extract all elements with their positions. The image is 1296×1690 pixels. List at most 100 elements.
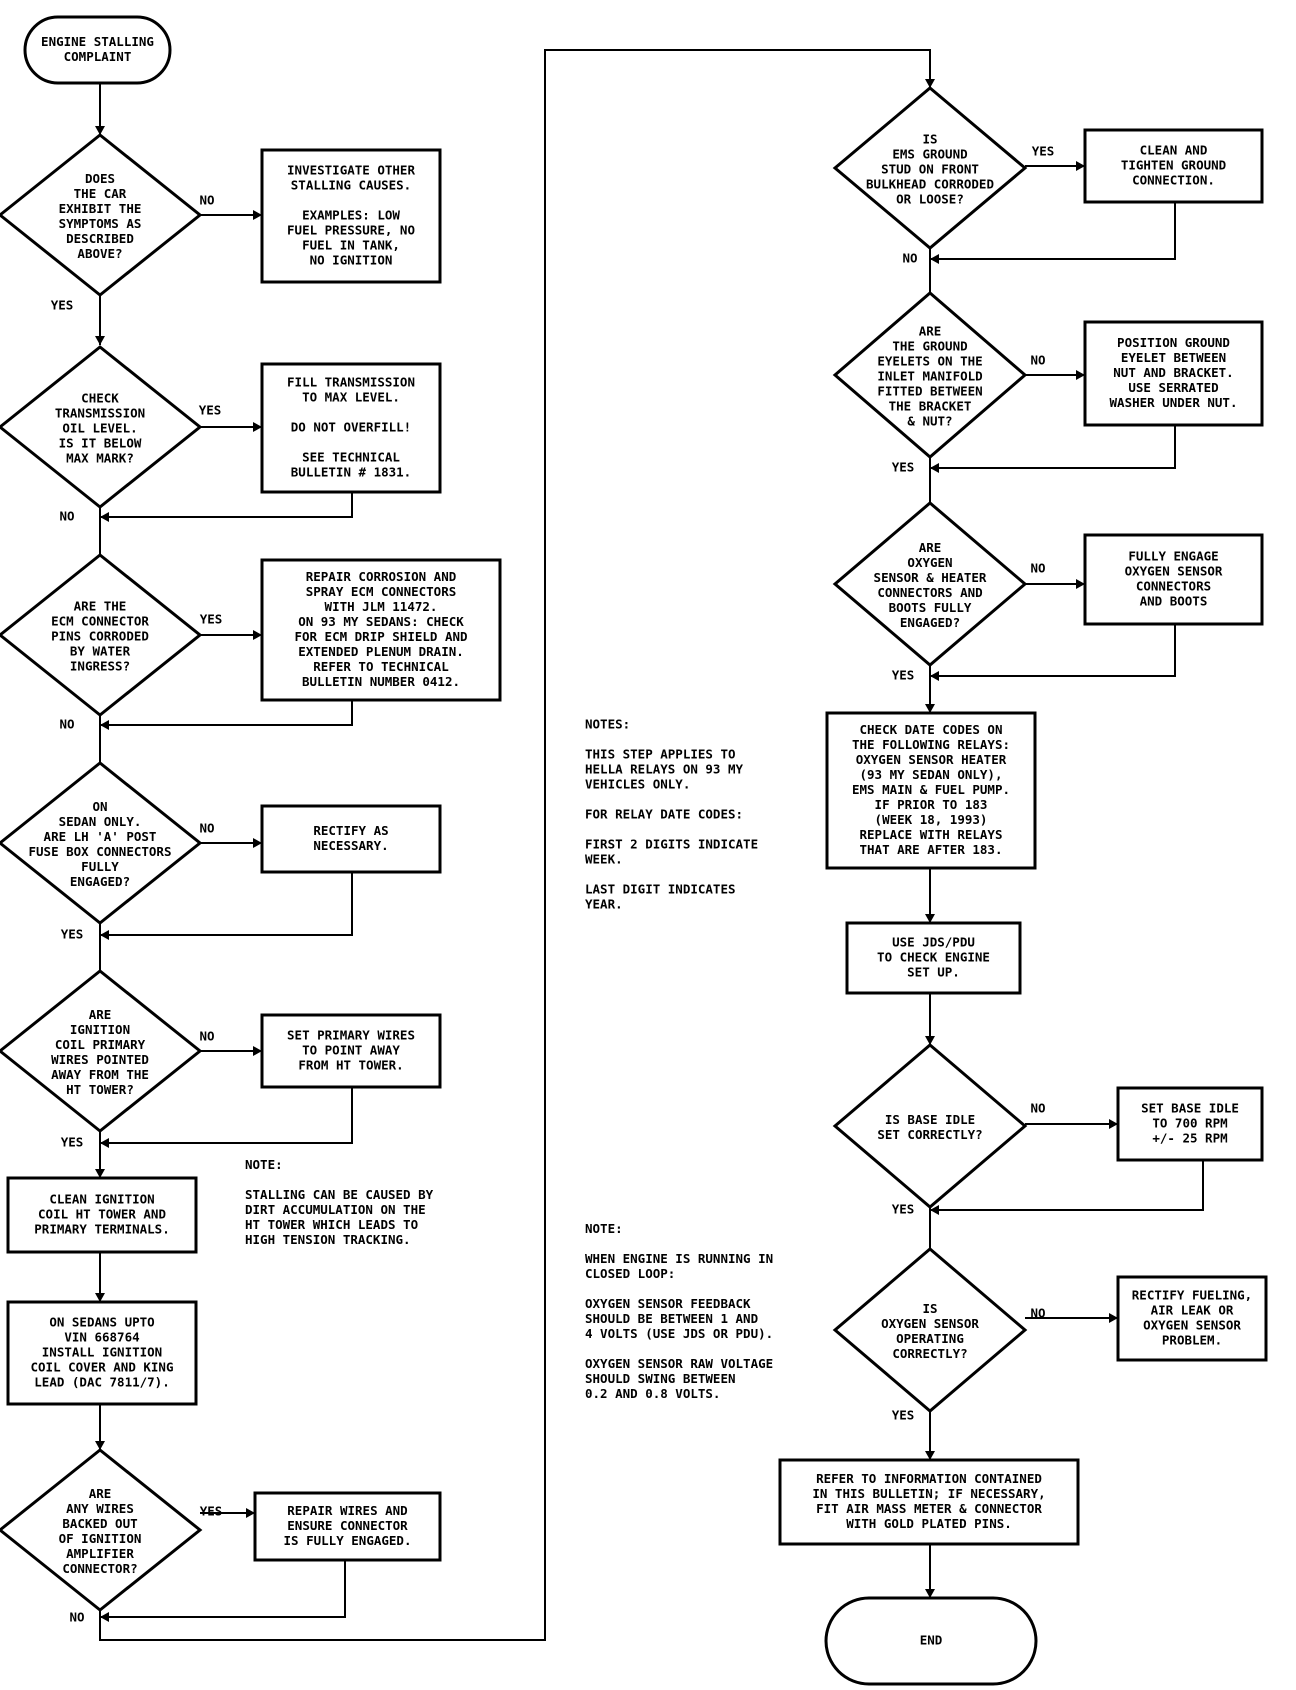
no-label: NO — [69, 1610, 84, 1625]
decision-d4-text-line: ARE LH 'A' POST — [44, 829, 157, 844]
note-relays-line: FIRST 2 DIGITS INDICATE — [585, 837, 758, 852]
decision-d6-text-line: ANY WIRES — [66, 1501, 134, 1516]
action-b7-text-line: INSTALL IGNITION — [42, 1345, 162, 1360]
decision-d3-text-line: ECM CONNECTOR — [51, 614, 149, 629]
decision-d9-text-line: ENGAGED? — [900, 615, 960, 630]
action-b11-text-line: CONNECTORS — [1136, 579, 1211, 594]
action-b16-box — [778, 1458, 1080, 1546]
action-b13-text-line: USE JDS/PDU — [892, 935, 975, 950]
arrowhead — [1076, 579, 1085, 589]
decision-d6-text-line: OF IGNITION — [59, 1531, 142, 1546]
decision-d11-text-line: CORRECTLY? — [892, 1346, 967, 1361]
action-b12-text-line: OXYGEN SENSOR HEATER — [856, 752, 1007, 767]
arrowhead — [930, 463, 939, 473]
yes-label: YES — [892, 668, 915, 683]
yes-label: YES — [61, 927, 84, 942]
decision-d10-text-line: SET CORRECTLY? — [877, 1127, 982, 1142]
action-b7-text-line: COIL COVER AND KING — [31, 1360, 174, 1375]
action-b12-text-line: (93 MY SEDAN ONLY), — [860, 767, 1003, 782]
decision-d8-text-line: EYELETS ON THE — [877, 354, 982, 369]
action-b14-text-line: +/- 25 RPM — [1152, 1131, 1227, 1146]
action-b1-text-line: FUEL PRESSURE, NO — [287, 223, 415, 238]
connector — [99, 49, 931, 1641]
action-b4-text-line: NECESSARY. — [313, 838, 388, 853]
note-oxygen-line: 4 VOLTS (USE JDS OR PDU). — [585, 1326, 773, 1341]
note-relays-line: LAST DIGIT INDICATES — [585, 882, 736, 897]
note-relays-line: VEHICLES ONLY. — [585, 777, 690, 792]
yes-label: YES — [892, 460, 915, 475]
arrowhead — [1109, 1119, 1118, 1129]
arrowhead — [100, 1612, 109, 1622]
action-b3-text-line: REPAIR CORROSION AND — [306, 569, 457, 584]
action-b2-text-line: SEE TECHNICAL — [302, 450, 400, 465]
start-terminal-shape — [23, 15, 172, 85]
decision-d1-text-line: DESCRIBED — [66, 231, 134, 246]
decision-d3-text-line: PINS CORRODED — [51, 629, 149, 644]
note-oxygen-line: WHEN ENGINE IS RUNNING IN — [585, 1251, 773, 1266]
decision-d8-text-line: INLET MANIFOLD — [877, 369, 982, 384]
action-b6-box — [6, 1176, 198, 1254]
decision-d8-text-line: & NUT? — [907, 414, 952, 429]
yes-label: YES — [199, 403, 222, 418]
action-b14-box — [1116, 1086, 1264, 1162]
note-oxygen-line: NOTE: — [585, 1221, 623, 1236]
action-b4-box — [260, 804, 442, 874]
note-relays-line: THIS STEP APPLIES TO — [585, 747, 736, 762]
decision-d8-text-line: THE GROUND — [892, 339, 967, 354]
action-b10-box — [1083, 320, 1264, 427]
action-b12-text-line: THAT ARE AFTER 183. — [860, 842, 1003, 857]
action-b6-text-line: CLEAN IGNITION — [49, 1192, 154, 1207]
decision-d1-text-line: ABOVE? — [77, 246, 122, 261]
note-oxygen-line: OXYGEN SENSOR FEEDBACK — [585, 1296, 751, 1311]
decision-d3-text-line: ARE THE — [74, 599, 127, 614]
yes-label: YES — [892, 1408, 915, 1423]
action-b8-box — [253, 1491, 442, 1562]
action-b15-text-line: RECTIFY FUELING, — [1132, 1288, 1252, 1303]
action-b10-text-line: NUT AND BRACKET. — [1113, 365, 1233, 380]
decision-d9-text-line: SENSOR & HEATER — [874, 570, 987, 585]
decision-d6-text-line: ARE — [89, 1486, 112, 1501]
action-b3-text-line: SPRAY ECM CONNECTORS — [306, 584, 457, 599]
decision-d4-text-line: ON — [92, 799, 107, 814]
action-b7-box — [6, 1300, 198, 1406]
action-b12-text-line: CHECK DATE CODES ON — [860, 722, 1003, 737]
action-b15-text-line: PROBLEM. — [1162, 1333, 1222, 1348]
arrowhead — [1076, 370, 1085, 380]
arrowhead — [95, 1441, 105, 1450]
yes-label: YES — [51, 298, 74, 313]
arrowhead — [100, 512, 109, 522]
connector — [100, 1560, 346, 1618]
decision-d7-text-line: EMS GROUND — [892, 147, 967, 162]
action-b8-text-line: ENSURE CONNECTOR — [287, 1518, 408, 1533]
action-b1-box — [260, 148, 442, 284]
decision-d4-text-line: FULLY — [81, 859, 119, 874]
no-label: NO — [199, 821, 214, 836]
action-b12-box — [825, 711, 1037, 870]
note-relays-line: NOTES: — [585, 717, 630, 732]
action-b6-text-line: COIL HT TOWER AND — [38, 1207, 166, 1222]
decision-d7-text-line: BULKHEAD CORRODED — [866, 177, 994, 192]
decision-d5-text-line: COIL PRIMARY — [55, 1037, 146, 1052]
action-b12-text-line: REPLACE WITH RELAYS — [860, 827, 1003, 842]
action-b1-text-line: NO IGNITION — [310, 253, 393, 268]
decision-d3-text-line: BY WATER — [70, 644, 131, 659]
action-b14-text-line: TO 700 RPM — [1152, 1116, 1227, 1131]
arrowhead — [925, 1036, 935, 1045]
end-terminal-text: END — [920, 1633, 943, 1648]
